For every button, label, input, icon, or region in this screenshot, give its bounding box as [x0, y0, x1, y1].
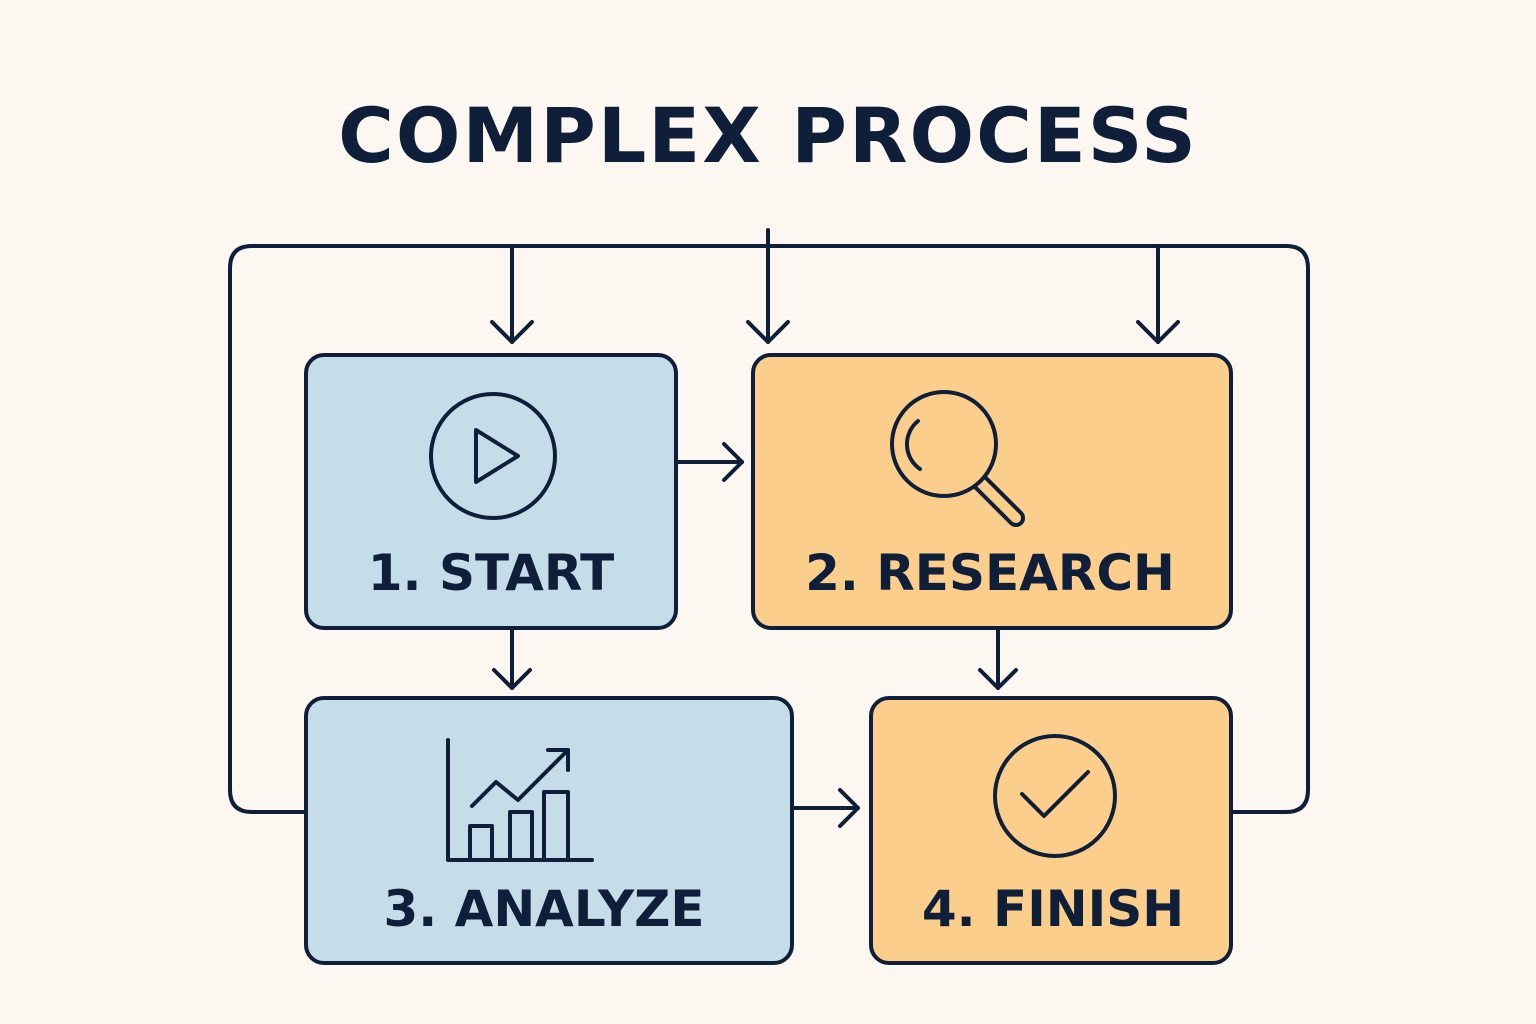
step-finish-box: 4. FINISH	[869, 696, 1233, 965]
step-start-box: 1. START	[304, 353, 678, 630]
step-analyze-label: 3. ANALYZE	[383, 880, 704, 938]
magnifier-icon	[890, 390, 1026, 528]
step-analyze-box: 3. ANALYZE	[304, 696, 794, 965]
growth-chart-icon	[446, 738, 594, 862]
play-icon	[429, 392, 557, 520]
arrow-top-to-research-right	[1136, 244, 1180, 344]
arrow-top-to-research-left	[746, 228, 790, 344]
arrow-start-to-research	[674, 442, 744, 482]
step-finish-label: 4. FINISH	[922, 880, 1184, 938]
arrow-research-to-finish	[978, 628, 1018, 690]
step-start-label: 1. START	[368, 544, 614, 602]
page-title: COMPLEX PROCESS	[338, 91, 1198, 180]
arrow-start-to-analyze	[492, 628, 532, 690]
arrow-analyze-to-finish	[792, 788, 860, 828]
step-research-box: 2. RESEARCH	[751, 353, 1233, 630]
step-research-label: 2. RESEARCH	[805, 544, 1175, 602]
checkmark-icon	[993, 734, 1117, 858]
arrow-top-to-start	[490, 244, 534, 344]
